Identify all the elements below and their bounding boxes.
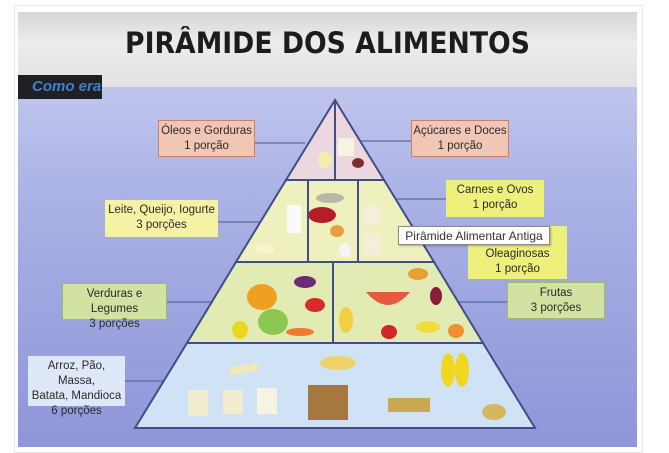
- apple-icon: [381, 325, 397, 339]
- grain-bag-icon: [223, 390, 243, 414]
- cabbage-icon: [258, 309, 288, 335]
- ice-cream-icon: [352, 158, 364, 168]
- carrot-icon: [286, 328, 314, 336]
- group-name: Frutas: [539, 287, 573, 299]
- label-oleos: Óleos e Gorduras 1 porção: [158, 120, 255, 157]
- pyramid-graphic: [125, 98, 537, 429]
- food-pyramid-image[interactable]: PIRÂMIDE DOS ALIMENTOS Como era: [18, 12, 637, 447]
- rice-bag-icon: [188, 390, 208, 416]
- chicken-icon: [330, 225, 344, 237]
- corn-icon-2: [455, 353, 469, 387]
- group-portions: 1 porção: [437, 140, 483, 152]
- group-name-cont: Batata, Mandioca: [31, 390, 122, 402]
- orange-icon: [448, 324, 464, 338]
- potato-icon: [482, 404, 506, 420]
- como-era-badge: Como era: [18, 75, 102, 99]
- pasta-pack-icon: [229, 362, 259, 376]
- label-frutas: Frutas 3 porções: [507, 282, 605, 319]
- label-cereais: Arroz, Pão, Massa, Batata, Mandioca 6 po…: [28, 356, 125, 417]
- group-portions: 3 porções: [136, 219, 187, 231]
- eggplant-icon: [294, 276, 316, 288]
- image-tooltip: Pirâmide Alimentar Antiga: [398, 226, 550, 245]
- group-portions: 3 porções: [530, 302, 582, 314]
- banana-icon: [416, 321, 440, 333]
- corn-icon: [441, 353, 455, 387]
- beans-bag-icon: [364, 205, 380, 225]
- group-name: Leite, Queijo, Iogurte: [108, 204, 215, 216]
- egg-icon: [339, 243, 351, 257]
- bread-icon: [320, 356, 356, 370]
- group-portions: 3 porções: [89, 318, 140, 330]
- watermelon-icon: [366, 292, 410, 305]
- fish-icon: [316, 193, 344, 203]
- flour-bag-icon: [257, 388, 277, 414]
- group-portions: 6 porções: [51, 405, 102, 417]
- oil-bottle-icon: [318, 152, 332, 168]
- group-name: Arroz, Pão, Massa,: [47, 360, 106, 387]
- label-acucares: Açúcares e Doces 1 porção: [411, 120, 509, 157]
- group-name: Oleaginosas: [485, 248, 550, 260]
- grapes-icon: [430, 287, 442, 305]
- group-portions: 1 porção: [472, 199, 518, 211]
- pineapple-icon: [339, 307, 353, 333]
- label-leite: Leite, Queijo, Iogurte 3 porções: [105, 200, 218, 237]
- group-portions: 1 porção: [184, 140, 229, 152]
- group-name: Açúcares e Doces: [413, 125, 507, 137]
- label-carnes: Carnes e Ovos 1 porção: [446, 180, 544, 217]
- group-name: Verduras e Legumes: [86, 288, 143, 315]
- cheese-icon: [255, 244, 275, 254]
- milk-carton-icon: [287, 205, 301, 233]
- papaya-icon: [408, 268, 428, 280]
- meat-icon: [308, 207, 336, 223]
- pumpkin-icon: [247, 284, 277, 310]
- peas-bag-icon: [364, 233, 380, 255]
- cassava-icon: [388, 398, 430, 412]
- bread-loaf-icon: [308, 385, 348, 420]
- title-bar: PIRÂMIDE DOS ALIMENTOS: [18, 12, 637, 87]
- page-title: PIRÂMIDE DOS ALIMENTOS: [125, 26, 530, 60]
- pepper-icon: [232, 321, 248, 339]
- group-portions: 1 porção: [495, 263, 540, 275]
- sugar-jar-icon: [338, 138, 354, 156]
- tomato-icon: [305, 298, 325, 312]
- label-verduras: Verduras e Legumes 3 porções: [62, 283, 167, 330]
- group-name: Óleos e Gorduras: [161, 125, 252, 137]
- group-name: Carnes e Ovos: [456, 184, 534, 196]
